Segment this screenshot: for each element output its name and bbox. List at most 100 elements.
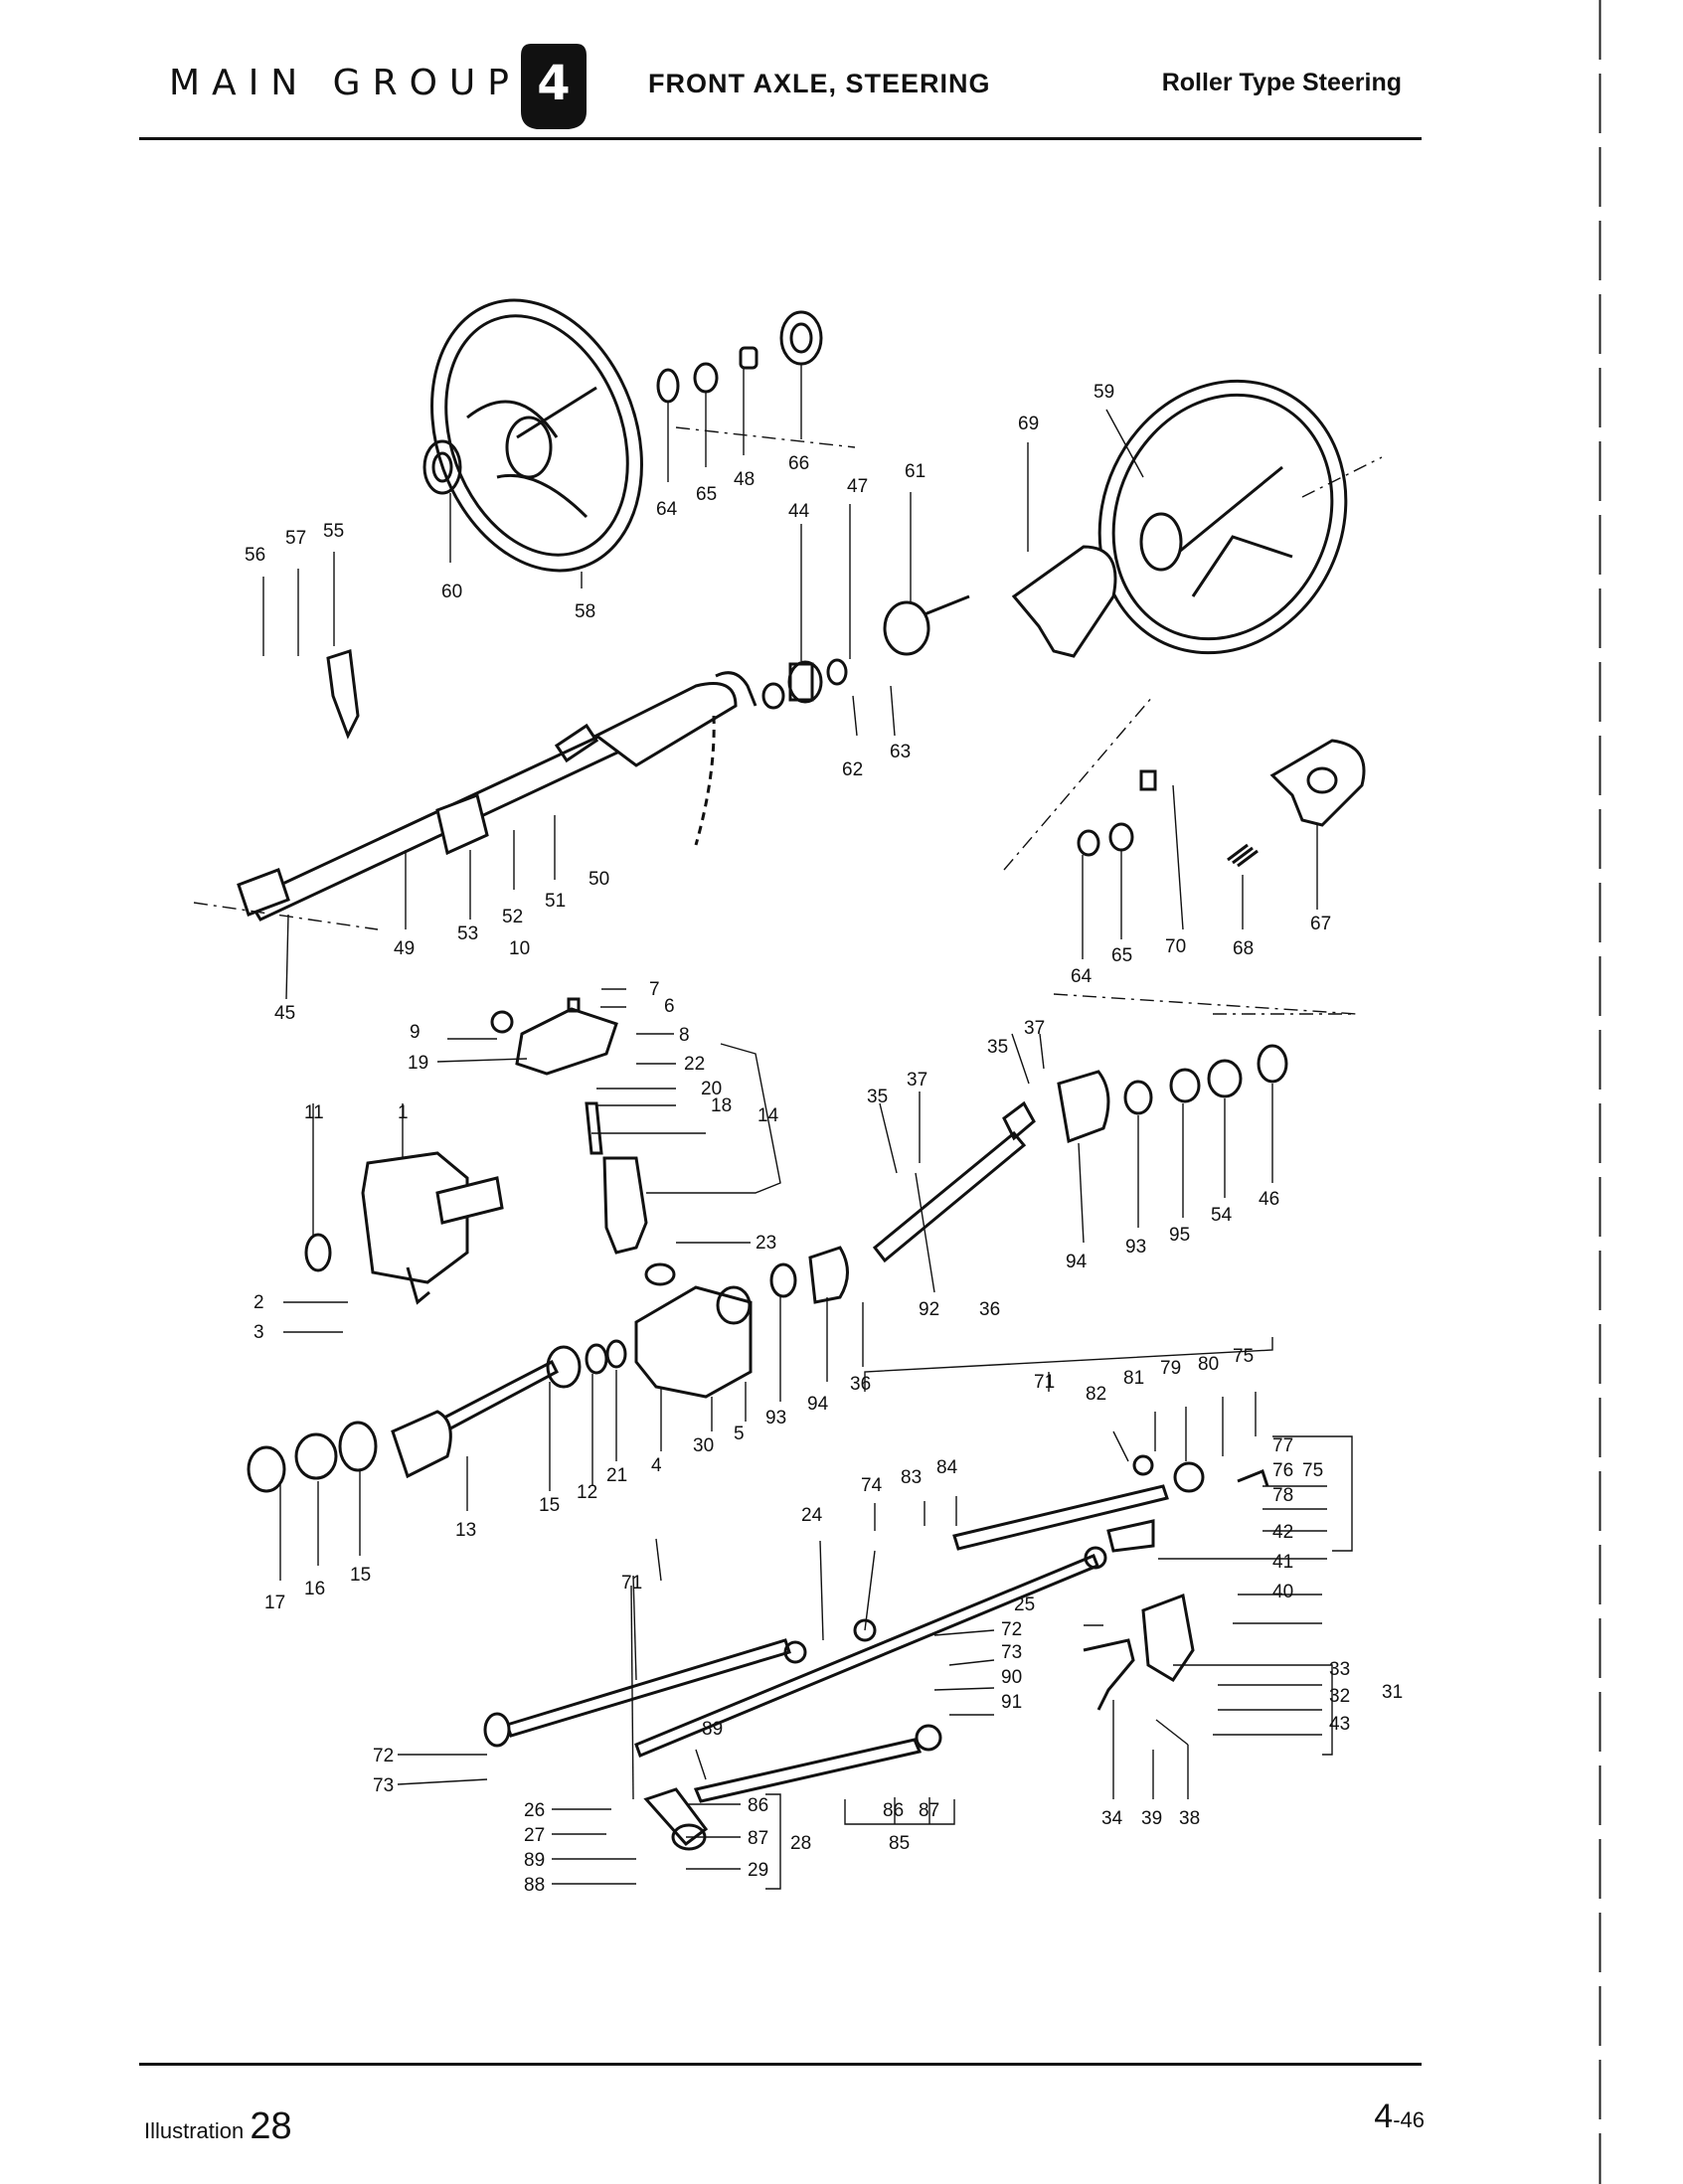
callout-73-lower: 73: [373, 1775, 394, 1796]
callout-35-left: 35: [867, 1087, 888, 1107]
callout-71-lower: 71: [621, 1573, 642, 1594]
callout-51: 51: [545, 891, 566, 912]
callout-33: 33: [1329, 1659, 1350, 1680]
callout-20: 20: [701, 1079, 722, 1099]
drag-link-24: [634, 1546, 1107, 1758]
callout-76: 76: [1272, 1460, 1293, 1481]
callout-15-left: 15: [350, 1565, 371, 1586]
callout-11: 11: [304, 1102, 324, 1123]
callout-63: 63: [890, 742, 911, 762]
callout-22: 22: [684, 1054, 705, 1075]
callout-66: 66: [788, 453, 809, 474]
callout-58: 58: [575, 601, 595, 622]
callout-87-b: 87: [919, 1800, 939, 1821]
callout-1: 1: [398, 1102, 409, 1123]
callout-30: 30: [693, 1435, 714, 1456]
callout-40: 40: [1272, 1582, 1293, 1602]
callout-labels: 55 57 56 60 58 64 65 48 66 47 44 61 69 5…: [245, 382, 1403, 1896]
callout-25: 25: [1014, 1595, 1035, 1615]
callout-32: 32: [1329, 1686, 1350, 1707]
steering-column: [237, 671, 785, 922]
illustration-caption: Illustration 28: [144, 2105, 292, 2148]
page-header: MAIN GROUP 4 FRONT AXLE, STEERING Roller…: [139, 40, 1422, 149]
callout-61: 61: [905, 461, 926, 482]
callout-65-mid: 65: [1111, 945, 1132, 966]
page-number: 4-46: [1374, 2098, 1425, 2135]
callout-88: 88: [524, 1875, 545, 1896]
callout-37-right: 37: [1024, 1018, 1045, 1039]
callout-55: 55: [323, 521, 344, 542]
callout-21: 21: [606, 1465, 627, 1486]
callout-37-left: 37: [907, 1070, 927, 1091]
tie-rod-71-lower: [483, 1638, 807, 1748]
callout-73-mid: 73: [1001, 1642, 1022, 1663]
page-major: 4: [1374, 2098, 1394, 2135]
callout-54: 54: [1211, 1205, 1233, 1226]
callout-59: 59: [1094, 382, 1114, 403]
callout-23: 23: [756, 1233, 776, 1254]
callout-48: 48: [734, 469, 755, 490]
callout-50: 50: [589, 869, 609, 890]
hub-parts-top: [656, 310, 823, 404]
horn-button-67: [1269, 739, 1366, 827]
callout-89-top: 89: [702, 1719, 723, 1740]
callout-82: 82: [1086, 1384, 1106, 1405]
callout-75-side: 75: [1302, 1460, 1323, 1481]
callout-57: 57: [285, 528, 306, 549]
page-edge-line: [1599, 0, 1601, 2184]
intermediate-shaft-92: [769, 1100, 1036, 1304]
sub-title: Roller Type Steering: [1161, 69, 1402, 96]
callout-75-top: 75: [1233, 1346, 1254, 1367]
callout-35-right: 35: [987, 1037, 1008, 1058]
callout-46: 46: [1259, 1189, 1279, 1210]
callout-36-right: 36: [979, 1299, 1000, 1320]
callout-85: 85: [889, 1833, 910, 1854]
callout-52: 52: [502, 907, 523, 927]
callout-34: 34: [1101, 1808, 1123, 1829]
callout-14: 14: [757, 1105, 779, 1126]
callout-95: 95: [1169, 1225, 1190, 1246]
callout-94-right: 94: [1066, 1252, 1088, 1272]
callout-31: 31: [1382, 1682, 1403, 1703]
illustration-label: Illustration: [144, 2118, 245, 2143]
leader-lines: [262, 364, 1353, 1890]
callout-44: 44: [788, 501, 810, 522]
callout-8: 8: [679, 1025, 690, 1046]
callout-89-lower: 89: [524, 1850, 545, 1871]
callout-87-a: 87: [748, 1828, 768, 1849]
callout-12: 12: [577, 1482, 597, 1503]
callout-72-lower: 72: [373, 1746, 394, 1766]
worm-roller-shaft-14: [585, 1101, 676, 1286]
tie-rod-85: [693, 1724, 942, 1803]
callout-16: 16: [304, 1579, 325, 1599]
contact-ring-61: [883, 594, 970, 656]
callout-17: 17: [264, 1593, 285, 1613]
callout-94-left: 94: [807, 1394, 829, 1415]
main-group-label: MAIN GROUP: [169, 63, 521, 103]
callout-41: 41: [1272, 1552, 1293, 1573]
steering-wheel-59: [1097, 379, 1348, 655]
callout-72-mid: 72: [1001, 1619, 1022, 1640]
callout-79: 79: [1160, 1358, 1181, 1379]
callout-15-right: 15: [539, 1495, 560, 1516]
callout-60: 60: [441, 582, 462, 602]
spring-68: [1227, 843, 1259, 868]
worm-shaft-13: [247, 1339, 627, 1493]
callout-3: 3: [253, 1322, 264, 1343]
callout-86-b: 86: [883, 1800, 904, 1821]
callout-2: 2: [253, 1292, 264, 1313]
callout-78: 78: [1272, 1485, 1293, 1506]
callout-39: 39: [1141, 1808, 1162, 1829]
callout-47: 47: [847, 476, 868, 497]
steering-wheel-58: [430, 298, 643, 573]
callout-86-a: 86: [748, 1795, 768, 1816]
callout-5: 5: [734, 1424, 745, 1444]
callout-91: 91: [1001, 1692, 1022, 1713]
steering-gearbox-1: [304, 1151, 504, 1305]
callout-67: 67: [1310, 914, 1331, 934]
section-title: FRONT AXLE, STEERING: [648, 69, 991, 98]
callout-36-left: 36: [850, 1374, 871, 1395]
rubber-boot-94: [1057, 1044, 1288, 1144]
